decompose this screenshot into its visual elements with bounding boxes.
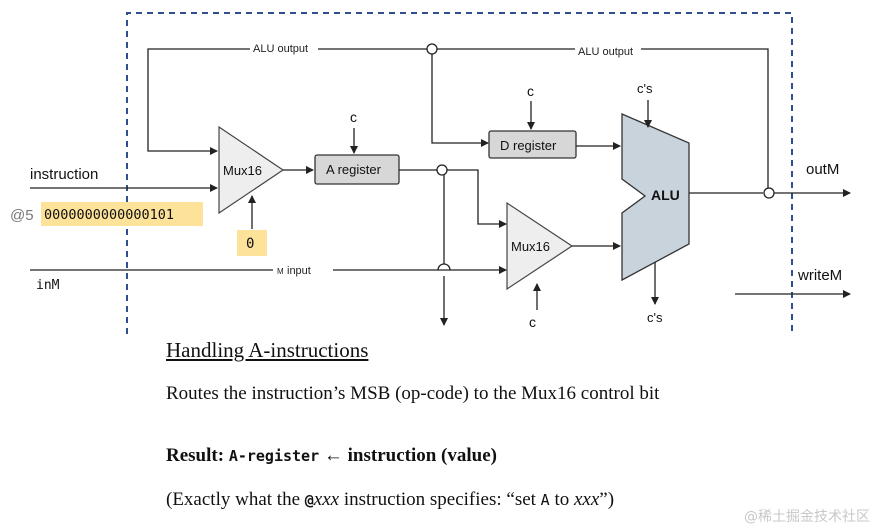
c-alu-out: c's: [647, 310, 663, 325]
caption-result: Result: A-register ← instruction (value): [166, 445, 497, 467]
cpu-boundary: [126, 12, 793, 334]
caption-title: Handling A-instructions: [166, 338, 369, 362]
mux16-left: [218, 125, 285, 215]
a-register-label: A register: [326, 162, 382, 177]
d-register-label: D register: [500, 138, 557, 153]
caption-line-1: Routes the instruction’s MSB (op-code) t…: [166, 383, 660, 404]
a-register-output-wires: [399, 169, 507, 326]
alu: [621, 113, 690, 282]
writeM-label: writeM: [797, 267, 842, 284]
c-alu-in: c's: [637, 81, 653, 96]
inM-label: inM: [36, 278, 60, 293]
d-register: [488, 130, 577, 159]
mux-control-value: 0: [246, 236, 254, 252]
caption: Handling A-instructions Routes the instr…: [166, 338, 866, 510]
mux16-right-label: Mux16: [511, 239, 550, 254]
line3-part-b: instruction specifies: “set: [339, 489, 541, 510]
mux16-right: [506, 201, 574, 291]
instruction-label: instruction: [30, 166, 98, 183]
result-a-register: A-register: [228, 447, 320, 465]
line3-xxx-2: xxx: [573, 489, 600, 510]
mux16-left-label: Mux16: [223, 163, 262, 178]
m-input-label-prefix: M: [277, 267, 284, 276]
c-mux2: c: [529, 314, 536, 330]
alu-output-label-right: ALU output: [578, 46, 633, 58]
instruction-bits: 0000000000000101: [44, 207, 174, 223]
at5-label: @5: [10, 207, 34, 224]
line3-part-d: ”): [599, 489, 615, 510]
c-d-register: c: [527, 83, 534, 99]
line3-part-c: to: [549, 489, 574, 510]
alu-output-label-left: ALU output: [253, 43, 308, 55]
line3-xxx: xxx: [313, 489, 340, 510]
c-a-register: c: [350, 109, 357, 125]
result-arrow: ←: [319, 445, 348, 466]
outM-label: outM: [806, 161, 839, 178]
line3-A: A: [540, 491, 550, 509]
caption-line-3: (Exactly what the @xxx instruction speci…: [166, 489, 614, 511]
line3-at: @: [304, 491, 314, 509]
m-input-label: input: [287, 265, 311, 277]
line3-part-a: (Exactly what the: [166, 489, 305, 510]
alu-label: ALU: [651, 187, 680, 203]
watermark: @稀土掘金技术社区: [744, 509, 870, 525]
junction-top: [426, 43, 438, 55]
instruction-bits-highlight: [41, 202, 203, 226]
junction-alu-out: [763, 187, 775, 199]
junction-a: [436, 164, 448, 176]
result-suffix: instruction (value): [347, 445, 497, 466]
result-prefix: Result:: [166, 445, 229, 466]
mux-control-highlight: [237, 230, 267, 256]
